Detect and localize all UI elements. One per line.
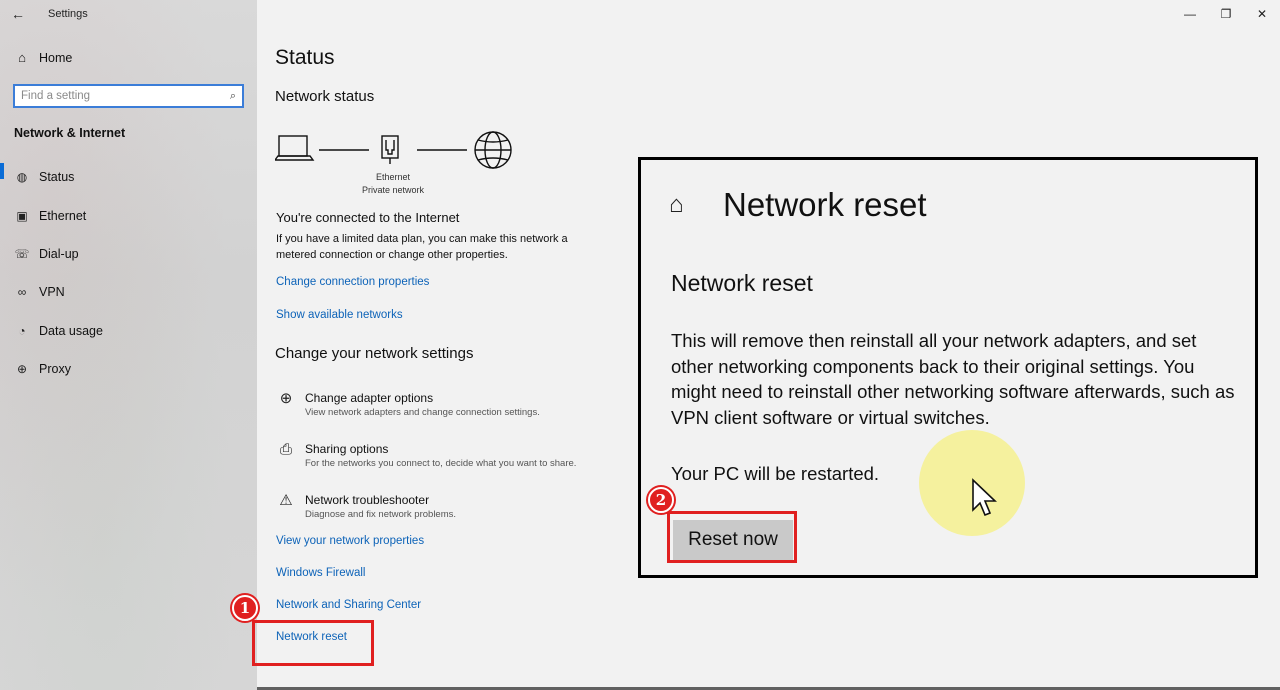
option-subtitle: For the networks you connect to, decide …	[305, 458, 577, 469]
sidebar-item-ethernet[interactable]: ▣ Ethernet	[0, 196, 257, 234]
sidebar-item-label: Data usage	[39, 323, 103, 338]
back-arrow-icon[interactable]: ←	[11, 6, 25, 22]
view-network-properties-link[interactable]: View your network properties	[276, 535, 425, 547]
reset-now-button[interactable]: Reset now	[673, 520, 793, 560]
search-icon[interactable]: ⌕	[229, 89, 237, 102]
minimize-icon[interactable]: —	[1184, 7, 1196, 21]
proxy-icon: ⊕	[16, 362, 28, 377]
sidebar-item-label: Proxy	[39, 362, 71, 377]
windows-firewall-link[interactable]: Windows Firewall	[276, 567, 366, 579]
zoom-header: ⌂ Network reset	[669, 186, 927, 224]
option-subtitle: Diagnose and fix network problems.	[305, 509, 457, 520]
dialup-icon: ☏	[14, 246, 30, 261]
restore-icon[interactable]: ❐	[1220, 7, 1232, 21]
adapter-globe-icon: ⊕	[279, 390, 293, 407]
title-bar: ← Settings	[0, 0, 257, 28]
network-type-label: Private network	[361, 185, 425, 195]
option-troubleshooter[interactable]: ⚠ Network troubleshooter Diagnose and fi…	[275, 492, 615, 522]
sidebar-item-data-usage[interactable]: ◔ Data usage	[0, 312, 257, 350]
change-settings-heading: Change your network settings	[275, 345, 474, 362]
show-available-networks-link[interactable]: Show available networks	[276, 309, 403, 321]
network-sharing-center-link[interactable]: Network and Sharing Center	[276, 599, 422, 611]
home-icon[interactable]: ⌂	[669, 191, 684, 218]
vpn-icon: ∞	[17, 285, 27, 300]
mouse-cursor-icon	[972, 478, 997, 517]
zoom-title: Network reset	[723, 186, 927, 223]
option-subtitle: View network adapters and change connect…	[305, 407, 540, 418]
warning-icon: ⚠	[279, 492, 293, 509]
restart-note: Your PC will be restarted.	[671, 463, 880, 484]
data-usage-icon: ◔	[18, 323, 26, 338]
bottom-edge	[257, 687, 1280, 690]
change-connection-properties-link[interactable]: Change connection properties	[276, 276, 430, 288]
search-box[interactable]: ⌕	[13, 84, 244, 108]
sidebar-item-label: Ethernet	[39, 208, 87, 223]
internet-globe-icon	[474, 131, 512, 169]
option-change-adapter[interactable]: ⊕ Change adapter options View network ad…	[275, 390, 615, 420]
ethernet-port-icon	[381, 135, 399, 164]
sidebar-item-label: Dial-up	[39, 246, 79, 261]
option-sharing[interactable]: ⎙ Sharing options For the networks you c…	[275, 441, 615, 471]
sidebar: ← Settings ⌂ Home ⌕ Network & Internet ◍…	[0, 0, 257, 690]
diagram-label: Ethernet Private network	[343, 171, 443, 197]
sidebar-item-label: VPN	[39, 285, 65, 300]
option-title: Change adapter options	[305, 391, 434, 405]
step-badge-1: 1	[232, 595, 258, 621]
search-input[interactable]	[15, 90, 224, 102]
home-icon: ⌂	[18, 50, 26, 65]
step-badge-2: 2	[648, 487, 674, 513]
sidebar-item-proxy[interactable]: ⊕ Proxy	[0, 350, 257, 388]
highlight-box-network-reset-link	[252, 620, 374, 666]
device-label: Ethernet	[375, 172, 411, 182]
sidebar-item-dialup[interactable]: ☏ Dial-up	[0, 235, 257, 273]
sidebar-item-vpn[interactable]: ∞ VPN	[0, 273, 257, 311]
nav-home[interactable]: ⌂ Home	[14, 50, 72, 65]
window-controls: — ❐ ✕	[1172, 0, 1280, 28]
highlight-box-reset-now	[667, 511, 797, 563]
zoom-description: This will remove then reinstall all your…	[671, 330, 1235, 428]
laptop-icon	[275, 135, 315, 161]
connected-description: If you have a limited data plan, you can…	[276, 233, 568, 261]
zoom-callout-panel: ⌂ Network reset Network reset This will …	[638, 157, 1258, 578]
option-title: Network troubleshooter	[305, 493, 430, 507]
zoom-subtitle: Network reset	[671, 270, 813, 296]
ethernet-icon: ▣	[16, 208, 28, 223]
cursor-highlight	[919, 430, 1025, 536]
sharing-icon: ⎙	[279, 441, 292, 458]
app-title: Settings	[48, 8, 88, 20]
nav-home-label: Home	[39, 50, 73, 65]
page-title: Status	[275, 46, 335, 69]
sidebar-item-label: Status	[39, 170, 75, 185]
network-diagram	[275, 131, 512, 169]
sidebar-item-status[interactable]: ◍ Status	[0, 158, 257, 196]
network-reset-link[interactable]: Network reset	[276, 631, 347, 643]
close-icon[interactable]: ✕	[1256, 7, 1268, 21]
connected-title: You're connected to the Internet	[276, 210, 460, 225]
network-status-heading: Network status	[275, 88, 375, 105]
sidebar-nav: ◍ Status ▣ Ethernet ☏ Dial-up ∞ VPN ◔ Da…	[0, 158, 257, 388]
globe-status-icon: ◍	[16, 170, 28, 185]
section-title: Network & Internet	[14, 126, 126, 140]
option-title: Sharing options	[305, 442, 389, 456]
